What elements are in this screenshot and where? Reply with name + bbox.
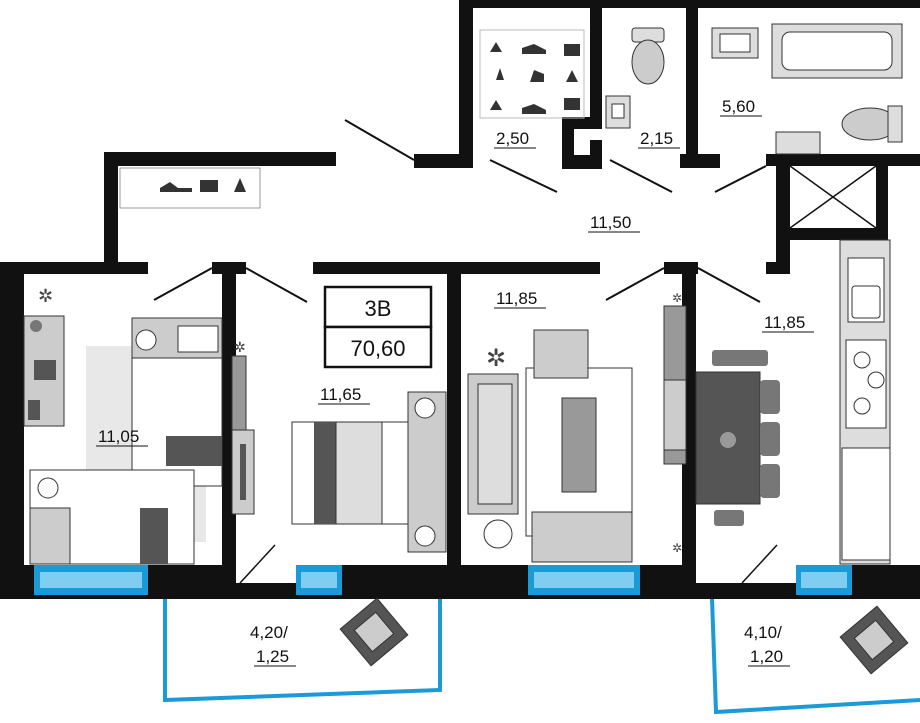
hall-wardrobe xyxy=(119,167,261,209)
bathroom-area: 5,60 xyxy=(722,97,755,116)
balcony-left xyxy=(163,598,442,703)
balcony-right xyxy=(710,597,920,715)
apartment-type-label: 3В xyxy=(365,296,392,321)
balcony-armchair-right xyxy=(839,605,909,675)
utility-shaft xyxy=(789,165,877,229)
apartment-badge: 3В 70,60 xyxy=(323,285,433,369)
bathroom-fixtures xyxy=(711,23,903,155)
svg-text:✲: ✲ xyxy=(38,286,53,306)
svg-text:✲: ✲ xyxy=(234,339,246,355)
balcony-right-area-line1: 4,10/ xyxy=(744,623,782,642)
balcony-right-area-line2: 1,20 xyxy=(750,647,783,666)
wardrobe-area: 2,50 xyxy=(496,129,529,148)
apartment-total-area: 70,60 xyxy=(350,336,405,361)
bedroom-middle-area: 11,65 xyxy=(320,385,361,404)
hall-area: 11,50 xyxy=(590,213,631,232)
toilet-room-fixtures xyxy=(605,27,665,129)
wardrobe-icons xyxy=(479,29,585,119)
middle-bedroom-furniture: ✲ xyxy=(231,339,447,553)
door-gaps xyxy=(236,565,796,583)
room-labels: 2,50 2,15 5,60 11,50 11,05 11,65 11,85 1… xyxy=(96,97,814,447)
walls xyxy=(0,0,920,599)
door-swings xyxy=(153,119,767,303)
balcony-armchair-left xyxy=(339,597,409,667)
bedroom-left-area: 11,05 xyxy=(98,427,139,446)
balcony-left-area-line1: 4,20/ xyxy=(250,623,288,642)
kitchen-furniture xyxy=(695,239,891,565)
svg-text:✲: ✲ xyxy=(486,345,506,372)
toilet-area: 2,15 xyxy=(640,129,673,148)
svg-text:✲: ✲ xyxy=(672,541,682,555)
living-room-area: 11,85 xyxy=(496,289,537,308)
left-bedroom-furniture: ✲ xyxy=(23,286,223,565)
windows xyxy=(34,565,852,595)
balcony-doors xyxy=(239,544,778,584)
balcony-left-area-line2: 1,25 xyxy=(256,647,289,666)
kitchen-area: 11,85 xyxy=(764,313,805,332)
svg-text:✲: ✲ xyxy=(672,291,682,305)
balcony-labels: 4,20/ 1,25 4,10/ 1,20 xyxy=(250,623,790,667)
living-room-furniture: ✲ ✲ ✲ xyxy=(467,291,687,563)
